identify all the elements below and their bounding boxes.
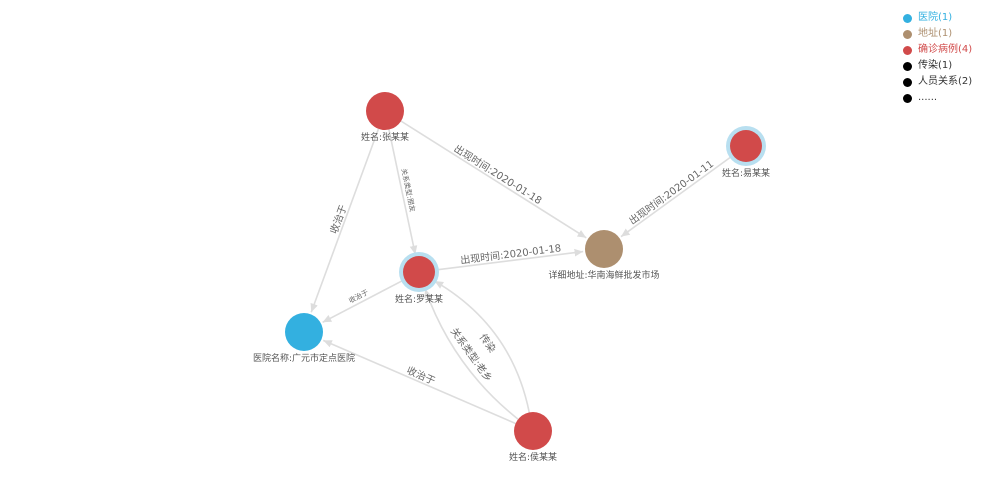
- edge-labels-layer: 出现时间:2020-01-18 出现时间:2020-01-11 出现时间:2020-…: [327, 142, 716, 388]
- edge-luo-market[interactable]: [434, 248, 584, 271]
- legend-dot-icon: [903, 29, 912, 39]
- edge-zhang-market-label: 出现时间:2020-01-18: [452, 142, 545, 207]
- legend-dot-icon: [903, 77, 912, 87]
- node-circle[interactable]: [730, 130, 762, 162]
- node-label-zhang: 姓名:张某某: [361, 131, 409, 143]
- node-luo[interactable]: 姓名:罗某某: [395, 252, 443, 305]
- legend-item-person-relation[interactable]: 人员关系(2): [903, 74, 972, 90]
- node-circle[interactable]: [514, 412, 552, 450]
- edge-zhang-hospital[interactable]: [310, 128, 380, 313]
- node-hospital[interactable]: 医院名称:广元市定点医院: [253, 313, 355, 364]
- node-yi[interactable]: 姓名:易某某: [722, 126, 770, 179]
- legend-item-infection[interactable]: 传染(1): [903, 58, 972, 74]
- node-hou[interactable]: 姓名:侯某某: [509, 412, 557, 463]
- nodes-layer: 姓名:张某某姓名:易某某详细地址:华南海鲜批发市场姓名:罗某某医院名称:广元市定…: [253, 92, 770, 463]
- node-circle[interactable]: [285, 313, 323, 351]
- legend-dot-icon: [903, 93, 912, 103]
- legend: 医院(1) 地址(1) 确诊病例(4) 传染(1) 人员关系(2) ......: [903, 10, 972, 106]
- node-circle[interactable]: [403, 256, 435, 288]
- edge-hou-hospital[interactable]: [322, 339, 516, 425]
- legend-label: 人员关系(2): [918, 76, 973, 87]
- edge-luo-hospital[interactable]: [322, 278, 406, 323]
- legend-dot-icon: [903, 13, 912, 23]
- node-label-hou: 姓名:侯某某: [509, 451, 557, 463]
- node-label-hospital: 医院名称:广元市定点医院: [253, 352, 355, 364]
- edge-luo-market-label: 出现时间:2020-01-18: [460, 241, 562, 266]
- edge-yi-market-label: 出现时间:2020-01-11: [626, 157, 716, 227]
- node-circle[interactable]: [585, 230, 623, 268]
- node-label-luo: 姓名:罗某某: [395, 293, 443, 305]
- edge-zhang-market[interactable]: [400, 120, 587, 239]
- legend-item-more[interactable]: ......: [903, 90, 972, 106]
- legend-item-confirmed-case[interactable]: 确诊病例(4): [903, 42, 972, 58]
- legend-label: 传染(1): [918, 60, 953, 71]
- legend-dot-icon: [903, 61, 912, 71]
- legend-label: 确诊病例(4): [918, 44, 973, 55]
- node-market-address[interactable]: 详细地址:华南海鲜批发市场: [548, 230, 660, 281]
- legend-item-address[interactable]: 地址(1): [903, 26, 972, 42]
- legend-label: 地址(1): [918, 28, 953, 39]
- node-label-market-address: 详细地址:华南海鲜批发市场: [548, 269, 659, 281]
- edge-luo-hospital-label: 收治于: [347, 287, 370, 305]
- edge-zhang-hospital-label: 收治于: [327, 203, 350, 236]
- edge-zhang-luo[interactable]: [388, 129, 418, 255]
- edge-hou-hospital-label: 收治于: [405, 364, 438, 388]
- node-circle[interactable]: [366, 92, 404, 130]
- legend-item-hospital[interactable]: 医院(1): [903, 10, 972, 26]
- edges-layer: [310, 120, 734, 425]
- node-zhang[interactable]: 姓名:张某某: [361, 92, 409, 143]
- edge-hou-luo-hometown[interactable]: [424, 288, 519, 420]
- edge-hou-luo-infection[interactable]: [434, 280, 531, 413]
- legend-dot-icon: [903, 45, 912, 55]
- legend-label: ......: [918, 92, 938, 103]
- legend-label: 医院(1): [918, 12, 953, 23]
- edge-yi-market[interactable]: [620, 154, 734, 238]
- node-label-yi: 姓名:易某某: [722, 167, 770, 179]
